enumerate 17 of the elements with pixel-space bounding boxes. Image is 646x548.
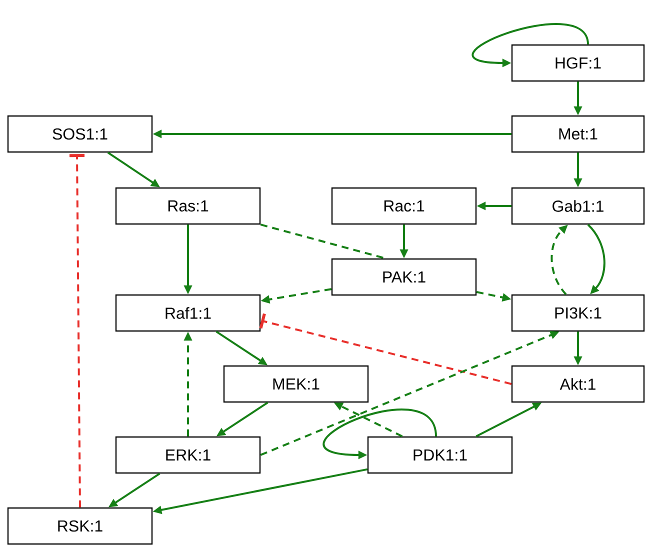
process-box: Akt:1 xyxy=(511,365,645,403)
process-box: PI3K:1 xyxy=(511,294,645,332)
process-box: HGF:1 xyxy=(511,44,645,82)
process-box: Rac:1 xyxy=(331,187,477,225)
inhibition-line xyxy=(70,154,85,508)
process-box: MEK:1 xyxy=(223,365,369,403)
process-box: RSK:1 xyxy=(7,507,153,545)
line xyxy=(260,224,386,260)
process-box: Gab1:1 xyxy=(511,187,645,225)
process-box: Met:1 xyxy=(511,115,645,153)
process-box: PAK:1 xyxy=(331,258,477,296)
process-box: Raf1:1 xyxy=(115,294,261,332)
process-box: PDK1:1 xyxy=(367,436,513,474)
process-box: SOS1:1 xyxy=(7,115,153,153)
process-box: Ras:1 xyxy=(115,187,261,225)
inhibition-line xyxy=(259,313,512,385)
process-box: ERK:1 xyxy=(115,436,261,474)
